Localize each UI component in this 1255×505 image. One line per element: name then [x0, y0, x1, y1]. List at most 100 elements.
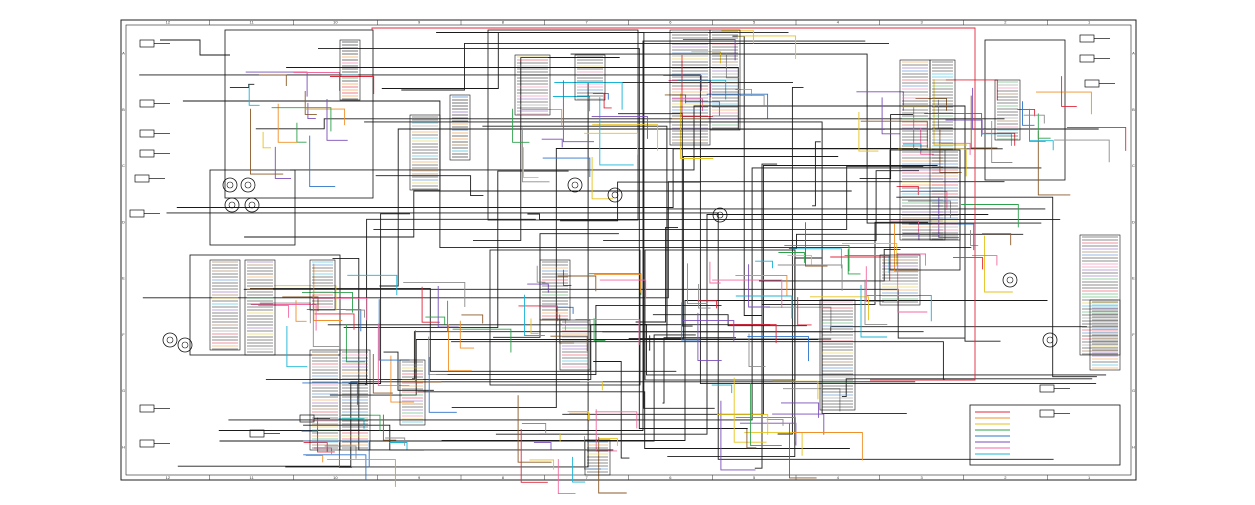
component-circle	[244, 197, 260, 213]
wire-colored	[1037, 113, 1051, 139]
wire-colored	[1029, 140, 1054, 151]
column-label: 11	[250, 20, 255, 25]
component-box	[139, 39, 155, 48]
column-label: 7	[586, 20, 589, 25]
row-label: F	[1132, 332, 1135, 337]
wire-colored	[459, 320, 475, 349]
wire-colored	[527, 283, 549, 293]
column-label: 8	[502, 475, 505, 480]
component-circle	[177, 337, 193, 353]
connector-block	[339, 349, 371, 451]
wire-trunk	[218, 40, 866, 431]
wire-trunk	[648, 335, 651, 351]
wire-colored	[293, 72, 340, 91]
wire-colored	[981, 133, 1012, 146]
wire-colored	[304, 108, 346, 126]
column-label: 1	[1088, 20, 1091, 25]
wire-trunk	[570, 53, 1042, 224]
wire-trunk	[777, 86, 804, 435]
wire-colored	[304, 91, 317, 115]
column-label: 11	[250, 475, 255, 480]
wire-colored	[1036, 91, 1092, 115]
wire-colored	[747, 336, 809, 362]
row-label: H	[1132, 444, 1135, 449]
connector-block	[899, 59, 931, 151]
wire-colored	[592, 92, 609, 100]
component-box	[1079, 34, 1095, 43]
component-circle-inner	[226, 181, 234, 189]
wire-colored	[915, 97, 947, 111]
wire-colored	[706, 93, 769, 119]
wire-colored	[271, 107, 332, 132]
connector-block	[514, 54, 551, 116]
wire-colored	[748, 264, 770, 308]
wire-trunk	[618, 113, 693, 327]
wire-colored	[982, 233, 1012, 246]
column-label: 5	[753, 20, 756, 25]
connector-block	[574, 54, 606, 101]
wire-colored	[521, 127, 550, 183]
wire-colored	[860, 120, 928, 148]
connector-block	[994, 79, 1021, 141]
row-label: E	[1132, 276, 1135, 281]
component-circle	[222, 177, 238, 193]
wire-colored	[305, 455, 324, 463]
column-label: 12	[166, 20, 171, 25]
wire-colored	[327, 459, 396, 487]
wire-colored	[772, 380, 819, 400]
connector-block	[879, 254, 921, 306]
wire-colored	[295, 300, 307, 322]
wire-colored	[324, 445, 357, 459]
wire-trunk	[139, 74, 1097, 385]
wire-colored	[865, 266, 884, 303]
wire-colored	[341, 414, 381, 431]
wire-colored	[599, 438, 618, 446]
row-label: B	[1132, 107, 1135, 112]
wire-colored	[345, 309, 365, 318]
wire-colored	[372, 354, 393, 394]
connector-block	[409, 114, 441, 191]
component-box	[1039, 384, 1055, 393]
connector-block	[709, 29, 741, 131]
wire-colored	[303, 442, 328, 452]
wire-colored	[250, 304, 317, 331]
column-label: 5	[753, 475, 756, 480]
wire-colored	[697, 300, 718, 309]
wire-colored	[517, 395, 552, 463]
wire-trunk	[343, 170, 569, 329]
wire-colored	[766, 306, 832, 334]
wire-colored	[847, 249, 861, 275]
wire-colored	[945, 119, 983, 135]
column-label: 2	[1004, 20, 1007, 25]
wire-colored	[712, 279, 783, 308]
wire-trunk	[250, 287, 677, 372]
wire-colored	[682, 320, 735, 342]
wire-colored	[522, 147, 539, 178]
wire-colored	[428, 336, 448, 375]
wire-colored	[414, 330, 442, 383]
wire-colored	[584, 132, 638, 155]
wire-colored	[557, 459, 576, 495]
wire-colored	[524, 294, 545, 336]
wire-colored	[594, 273, 641, 293]
wire-colored	[733, 377, 767, 443]
column-label: 9	[418, 20, 421, 25]
wire-colored	[595, 411, 638, 429]
wire-colored	[452, 328, 512, 353]
wire-trunk	[375, 175, 484, 197]
wire-colored	[1023, 114, 1045, 124]
wire-trunk	[255, 118, 1005, 130]
wire-colored	[772, 413, 825, 435]
wire-trunk	[841, 378, 1093, 398]
column-label: 8	[502, 20, 505, 25]
row-label: E	[122, 276, 125, 281]
component-circle	[162, 332, 178, 348]
row-label: A	[1132, 51, 1135, 56]
wire-trunk	[243, 288, 965, 339]
wire-colored	[1029, 108, 1046, 142]
row-label: C	[122, 163, 125, 168]
connector-block	[1079, 234, 1121, 356]
wire-colored	[781, 402, 820, 418]
wire-trunk	[329, 339, 819, 396]
